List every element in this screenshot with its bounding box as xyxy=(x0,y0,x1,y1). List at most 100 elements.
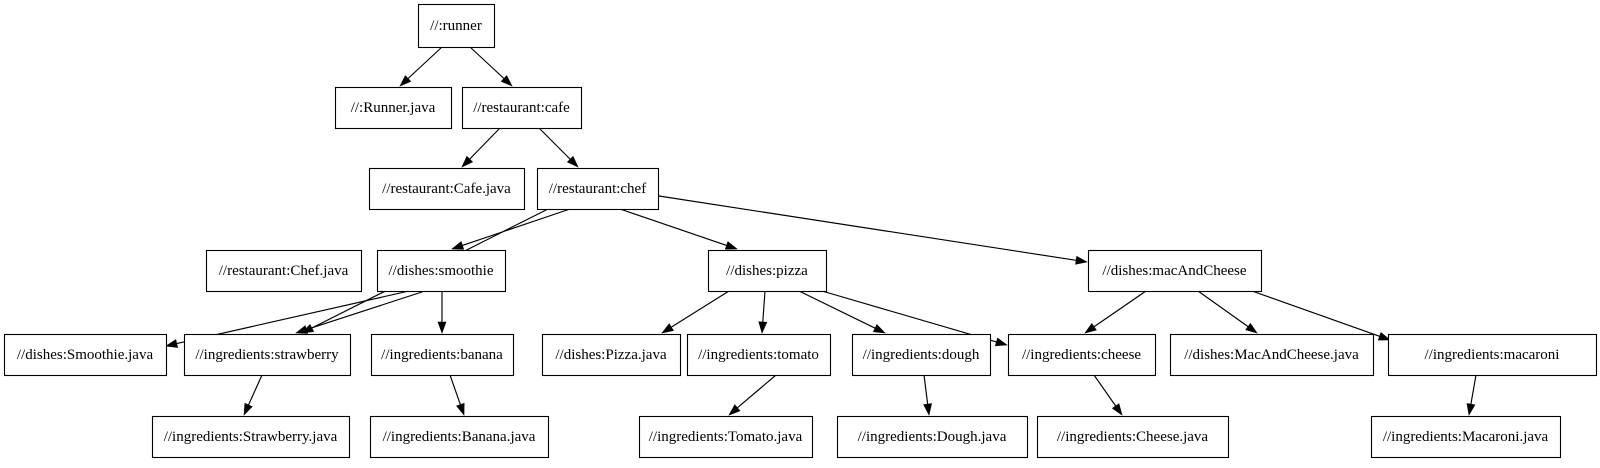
node-box[interactable] xyxy=(3,333,168,377)
node-box[interactable] xyxy=(417,3,496,49)
graph-node-ing-banana[interactable]: //ingredients:banana xyxy=(370,333,515,377)
graph-node-macandcheese-java[interactable]: //dishes:MacAndCheese.java xyxy=(1169,333,1375,377)
node-label: //ingredients:Cheese.java xyxy=(1057,429,1209,445)
graph-node-macaroni-java[interactable]: //ingredients:Macaroni.java xyxy=(1370,415,1562,459)
node-box[interactable] xyxy=(1036,415,1230,459)
graph-node-ing-strawberry[interactable]: //ingredients:strawberry xyxy=(183,333,352,377)
edge-line xyxy=(798,290,876,329)
edge-line xyxy=(1197,290,1249,328)
node-box[interactable] xyxy=(1087,249,1263,293)
node-label: //restaurant:Chef.java xyxy=(219,263,349,279)
edge-arrowhead xyxy=(994,337,1008,347)
node-box[interactable] xyxy=(638,415,814,459)
graph-edge xyxy=(1084,290,1147,334)
graph-edge xyxy=(538,127,579,168)
node-box[interactable] xyxy=(369,415,550,459)
graph-node-restaurant-cafe[interactable]: //restaurant:cafe xyxy=(461,86,583,130)
graph-node-strawberry-java[interactable]: //ingredients:Strawberry.java xyxy=(151,415,351,459)
graph-node-restaurant-chef[interactable]: //restaurant:chef xyxy=(536,167,660,211)
graph-edge xyxy=(619,208,738,250)
graph-node-runner-java[interactable]: //:Runner.java xyxy=(334,86,453,130)
node-box[interactable] xyxy=(376,249,507,293)
graph-node-dishes-macandchee[interactable]: //dishes:macAndCheese xyxy=(1087,249,1263,293)
edge-arrowhead xyxy=(165,339,178,348)
graph-node-runner[interactable]: //:runner xyxy=(417,3,496,49)
edge-line xyxy=(821,290,997,343)
edge-arrowhead xyxy=(461,155,474,168)
node-box[interactable] xyxy=(183,333,352,377)
graph-edge xyxy=(469,46,513,87)
node-box[interactable] xyxy=(334,86,453,130)
node-label: //ingredients:Dough.java xyxy=(858,429,1007,445)
node-box[interactable] xyxy=(707,249,828,293)
node-label: //dishes:macAndCheese xyxy=(1102,263,1246,279)
node-label: //ingredients:Strawberry.java xyxy=(164,429,338,445)
node-box[interactable] xyxy=(1169,333,1375,377)
graph-edge xyxy=(437,291,447,334)
graph-node-dough-java[interactable]: //ingredients:Dough.java xyxy=(836,415,1029,459)
graph-edge xyxy=(658,195,1088,265)
node-box[interactable] xyxy=(1007,333,1157,377)
graph-edge xyxy=(295,290,426,334)
node-layer: //:runner //:Runner.java//restaurant:cafe… xyxy=(3,3,1598,459)
edge-line xyxy=(737,374,777,409)
node-box[interactable] xyxy=(151,415,351,459)
graph-node-dishes-smoothie[interactable]: //dishes:smoothie xyxy=(376,249,507,293)
graph-node-ing-macaroni[interactable]: //ingredients:macaroni xyxy=(1387,333,1598,377)
graph-edge xyxy=(399,46,443,87)
node-box[interactable] xyxy=(368,167,526,211)
node-box[interactable] xyxy=(461,86,583,130)
graph-edge xyxy=(1251,290,1391,341)
node-box[interactable] xyxy=(1370,415,1562,459)
node-box[interactable] xyxy=(370,333,515,377)
node-box[interactable] xyxy=(205,249,363,293)
node-box[interactable] xyxy=(1387,333,1598,377)
edge-line xyxy=(407,46,443,79)
node-label: //ingredients:tomato xyxy=(698,347,819,363)
node-label: //ingredients:Banana.java xyxy=(383,429,536,445)
graph-edge xyxy=(1197,290,1258,334)
edge-arrowhead xyxy=(456,402,465,416)
edge-line xyxy=(762,290,766,323)
node-label: //ingredients:macaroni xyxy=(1425,347,1560,363)
graph-edge xyxy=(798,290,886,334)
edge-arrowhead xyxy=(566,155,579,168)
graph-node-cafe-java[interactable]: //restaurant:Cafe.java xyxy=(368,167,526,211)
graph-edge xyxy=(821,290,1008,347)
graph-node-smoothie-java[interactable]: //dishes:Smoothie.java xyxy=(3,333,168,377)
edge-line xyxy=(469,127,501,160)
edge-line xyxy=(247,374,263,406)
node-box[interactable] xyxy=(836,415,1029,459)
edge-arrowhead xyxy=(295,325,309,334)
graph-node-ing-tomato[interactable]: //ingredients:tomato xyxy=(686,333,832,377)
node-label: //:runner xyxy=(430,18,482,34)
node-label: //restaurant:chef xyxy=(549,181,646,197)
graph-edge xyxy=(243,374,263,416)
node-box[interactable] xyxy=(541,333,682,377)
node-box[interactable] xyxy=(536,167,660,211)
graph-node-dishes-pizza[interactable]: //dishes:pizza xyxy=(707,249,828,293)
edge-line xyxy=(1470,374,1477,405)
edge-arrowhead xyxy=(728,404,741,416)
graph-node-pizza-java[interactable]: //dishes:Pizza.java xyxy=(541,333,682,377)
graph-node-cheese-java[interactable]: //ingredients:Cheese.java xyxy=(1036,415,1230,459)
graph-edge xyxy=(1093,374,1123,416)
graph-node-ing-cheese[interactable]: //ingredients:cheese xyxy=(1007,333,1157,377)
node-label: //dishes:Pizza.java xyxy=(555,347,667,363)
graph-edge xyxy=(758,290,768,334)
node-box[interactable] xyxy=(686,333,832,377)
edge-line xyxy=(658,195,1077,261)
edge-line xyxy=(671,290,730,328)
graph-edge xyxy=(451,208,571,250)
edge-arrowhead xyxy=(1084,322,1097,334)
graph-node-chef-java[interactable]: //restaurant:Chef.java xyxy=(205,249,363,293)
edge-arrowhead xyxy=(758,321,768,334)
graph-node-tomato-java[interactable]: //ingredients:Tomato.java xyxy=(638,415,814,459)
node-label: //ingredients:Tomato.java xyxy=(649,429,803,445)
graph-node-ing-dough[interactable]: //ingredients:dough xyxy=(851,333,992,377)
node-box[interactable] xyxy=(851,333,992,377)
edge-arrowhead xyxy=(399,75,412,87)
graph-node-banana-java[interactable]: //ingredients:Banana.java xyxy=(369,415,550,459)
